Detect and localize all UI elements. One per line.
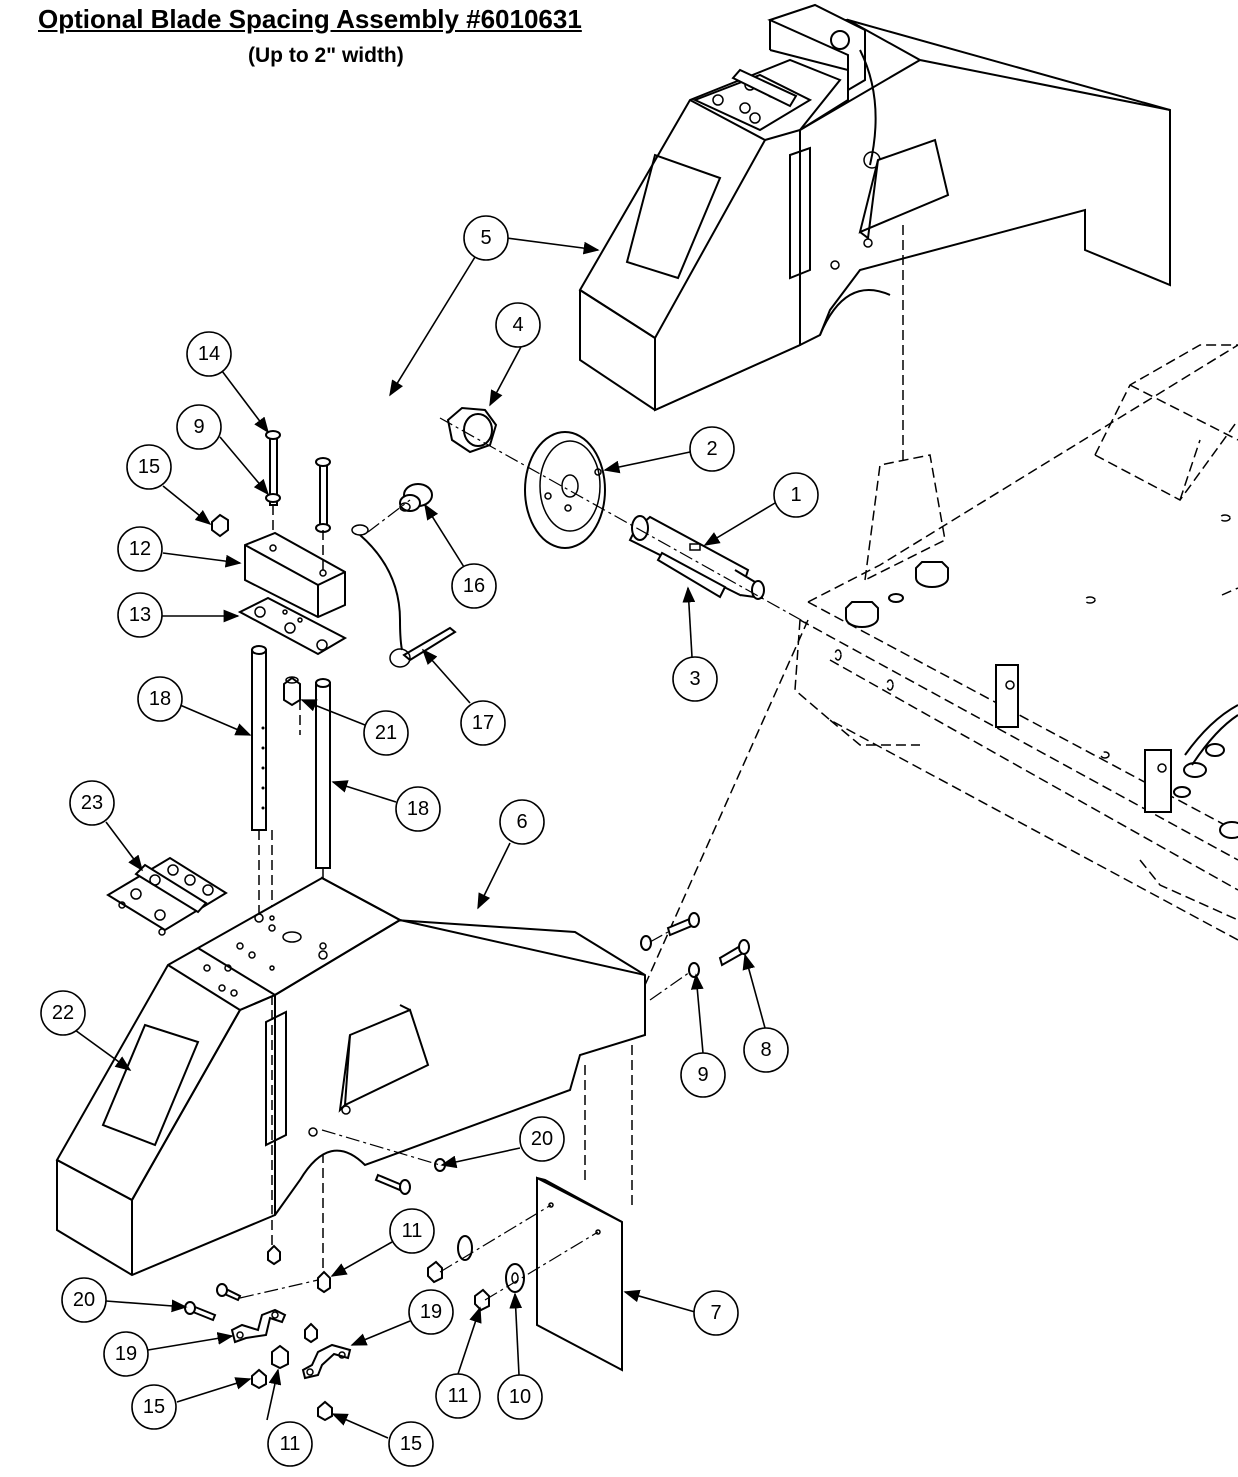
callout-11-label: 11	[448, 1385, 469, 1407]
callout-19: 19	[103, 1331, 149, 1377]
spacer-mount-parts	[211, 430, 457, 1290]
callout-9: 9	[176, 404, 222, 450]
callout-20-label: 20	[73, 1289, 95, 1311]
callout-20: 20	[519, 1116, 565, 1162]
callout-9-label: 9	[697, 1064, 708, 1086]
callout-22-label: 22	[52, 1002, 74, 1024]
callout-15: 15	[126, 444, 172, 490]
diagram-title: Optional Blade Spacing Assembly #6010631	[38, 4, 582, 34]
callout-13-label: 13	[129, 604, 151, 626]
callout-7-label: 7	[710, 1302, 721, 1324]
upper-blade-guard	[578, 3, 1171, 412]
callout-2: 2	[689, 426, 735, 472]
callout-21-label: 21	[375, 722, 397, 744]
callout-3-label: 3	[689, 668, 700, 690]
callout-1-label: 1	[790, 484, 801, 506]
callout-4-label: 4	[512, 314, 523, 336]
callout-15: 15	[131, 1384, 177, 1430]
callout-14-label: 14	[198, 343, 220, 365]
callout-12: 12	[117, 526, 163, 572]
callout-11: 11	[389, 1208, 435, 1254]
hinge-part	[106, 856, 228, 936]
callout-19-label: 19	[420, 1301, 442, 1323]
callout-15: 15	[388, 1421, 434, 1467]
callout-17: 17	[460, 700, 506, 746]
diagram-subtitle: (Up to 2" width)	[248, 44, 404, 67]
callout-15-label: 15	[400, 1433, 422, 1455]
callout-18-label: 18	[407, 798, 429, 820]
callout-19-label: 19	[115, 1343, 137, 1365]
callout-11-label: 11	[402, 1220, 423, 1242]
callout-11: 11	[435, 1373, 481, 1419]
callout-2-label: 2	[706, 438, 717, 460]
callout-11: 11	[267, 1421, 313, 1467]
callout-21: 21	[363, 710, 409, 756]
callout-10: 10	[497, 1374, 543, 1420]
callout-11-label: 11	[280, 1433, 301, 1455]
callout-18: 18	[137, 676, 183, 722]
callout-17-label: 17	[472, 712, 494, 734]
callout-1: 1	[773, 472, 819, 518]
callout-4: 4	[495, 302, 541, 348]
callout-5-label: 5	[480, 227, 491, 249]
lower-plate-parts	[321, 1129, 623, 1372]
callout-16: 16	[451, 563, 497, 609]
callout-15-label: 15	[138, 456, 160, 478]
callout-9: 9	[680, 1052, 726, 1098]
callout-23-label: 23	[81, 792, 103, 814]
callout-13: 13	[117, 592, 163, 638]
callout-20: 20	[61, 1277, 107, 1323]
callout-22: 22	[40, 990, 86, 1036]
callout-15-label: 15	[143, 1396, 165, 1418]
leader-lines	[74, 237, 776, 1439]
callout-19: 19	[408, 1289, 454, 1335]
saw-frame-outline	[794, 344, 1238, 941]
callout-10-label: 10	[509, 1386, 531, 1408]
callout-6: 6	[499, 799, 545, 845]
callout-3: 3	[672, 656, 718, 702]
blade-shaft-parts	[439, 406, 811, 626]
callout-23: 23	[69, 780, 115, 826]
frame-hardware	[845, 561, 1238, 839]
callout-9-label: 9	[193, 416, 204, 438]
callout-8: 8	[743, 1027, 789, 1073]
callout-16-label: 16	[463, 575, 485, 597]
bottom-hardware	[184, 1244, 352, 1422]
lower-blade-guard	[55, 225, 904, 1277]
callout-6-label: 6	[516, 811, 527, 833]
callout-14: 14	[186, 331, 232, 377]
callout-18-label: 18	[149, 688, 171, 710]
callout-5: 5	[463, 215, 509, 261]
callout-18: 18	[395, 786, 441, 832]
callout-12-label: 12	[129, 538, 151, 560]
callout-8-label: 8	[760, 1039, 771, 1061]
callout-7: 7	[693, 1290, 739, 1336]
callout-20-label: 20	[531, 1128, 553, 1150]
